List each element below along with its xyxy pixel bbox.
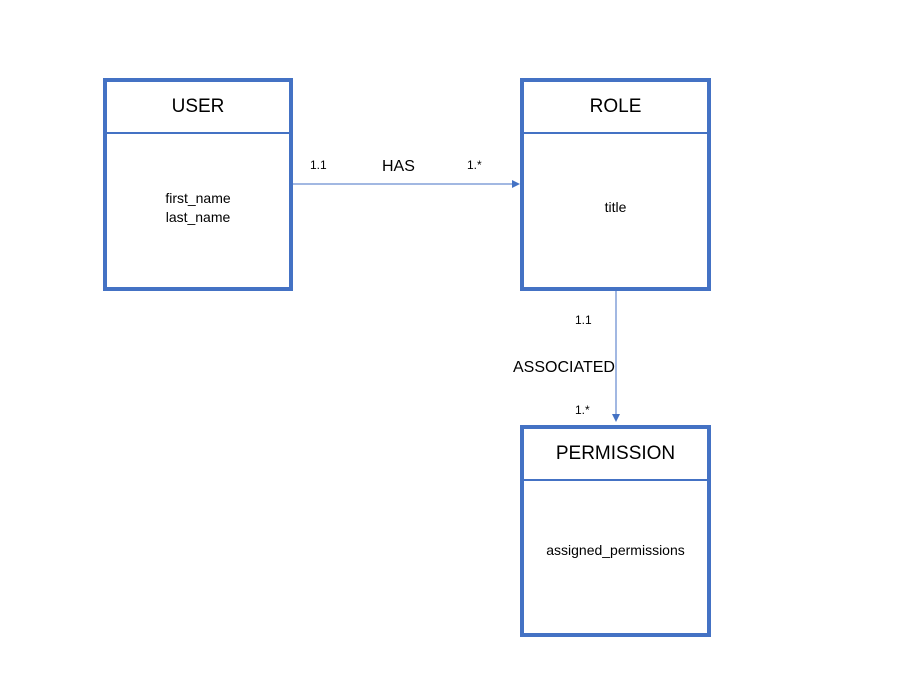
has-source-multiplicity: 1.1 [310,158,327,172]
attribute-last-name: last_name [165,209,231,225]
attribute-assigned-permissions: assigned_permissions [546,542,685,558]
role-entity-attributes: title [524,198,707,217]
user-entity-attributes: first_name last_name [107,189,289,227]
user-entity[interactable]: USER first_name last_name [103,78,293,291]
role-entity-title: ROLE [524,82,707,134]
attribute-first-name: first_name [165,190,231,206]
permission-entity[interactable]: PERMISSION assigned_permissions [520,425,711,637]
associated-target-multiplicity: 1.* [575,403,590,417]
permission-entity-attributes: assigned_permissions [524,541,707,560]
has-target-multiplicity: 1.* [467,158,482,172]
role-entity[interactable]: ROLE title [520,78,711,291]
user-entity-title: USER [107,82,289,134]
attribute-title: title [604,199,627,215]
associated-source-multiplicity: 1.1 [575,313,592,327]
has-relationship-label: HAS [382,158,415,175]
permission-entity-title: PERMISSION [524,429,707,481]
associated-relationship-label: ASSOCIATED [513,359,615,376]
